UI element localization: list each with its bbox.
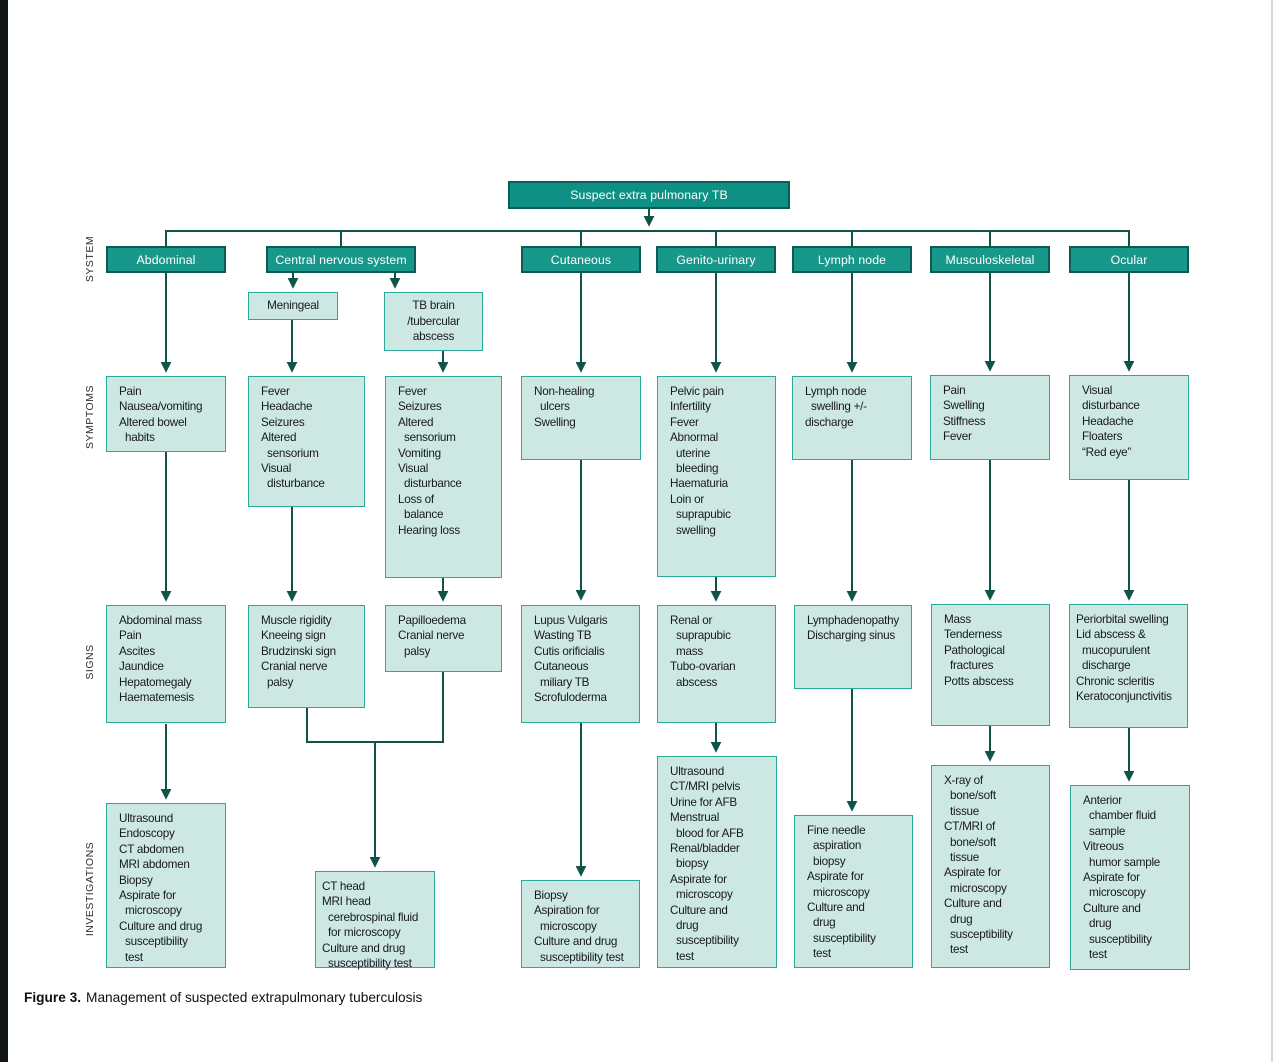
node-cns-system: Central nervous system <box>266 246 416 273</box>
node-abdominal-system: Abdominal <box>106 246 226 273</box>
node-ocular-signs: Periorbital swelling Lid abscess & mucop… <box>1069 604 1188 728</box>
node-abdominal-symptoms: Pain Nausea/vomiting Altered bowel habit… <box>106 376 226 452</box>
node-cns-investigations: CT head MRI head cerebrospinal fluid for… <box>315 871 435 970</box>
node-tb-brain-symptoms: Fever Seizures Altered sensorium Vomitin… <box>385 376 502 578</box>
node-ocular-investigations: Anterior chamber fluid sample Vitreous h… <box>1070 785 1190 970</box>
node-lymph-node-symptoms: Lymph node swelling +/- discharge <box>792 376 912 460</box>
node-genito-urinary-investigations: Ultrasound CT/MRI pelvis Urine for AFB M… <box>657 756 777 968</box>
node-meningeal-symptoms: Fever Headache Seizures Altered sensoriu… <box>248 376 365 507</box>
node-lymph-node-signs: Lymphadenopathy Discharging sinus <box>794 605 912 689</box>
node-cns-meningeal: Meningeal <box>248 292 338 320</box>
node-genito-urinary-system: Genito-urinary <box>656 246 776 273</box>
node-musculoskeletal-symptoms: Pain Swelling Stiffness Fever <box>930 375 1050 460</box>
node-tb-brain-signs: Papilloedema Cranial nerve palsy <box>385 605 502 672</box>
node-abdominal-signs: Abdominal mass Pain Ascites Jaundice Hep… <box>106 605 226 723</box>
node-cutaneous-system: Cutaneous <box>521 246 641 273</box>
figure-caption-label: Figure 3. <box>24 990 82 1005</box>
node-abdominal-investigations: Ultrasound Endoscopy CT abdomen MRI abdo… <box>106 803 226 968</box>
node-cns-tb-brain-abscess: TB brain /tubercular abscess <box>384 292 483 351</box>
page-left-bar <box>0 0 8 1062</box>
node-genito-urinary-symptoms: Pelvic pain Infertility Fever Abnormal u… <box>657 376 776 577</box>
node-musculoskeletal-system: Musculoskeletal <box>930 246 1050 273</box>
row-label-signs: SIGNS <box>84 644 96 680</box>
row-label-symptoms: SYMPTOMS <box>84 385 96 449</box>
node-root-suspect-extrapulmonary-tb: Suspect extra pulmonary TB <box>508 181 790 209</box>
row-label-system: SYSTEM <box>84 235 96 283</box>
node-cutaneous-symptoms: Non-healing ulcers Swelling <box>521 376 641 460</box>
figure-caption: Figure 3. Management of suspected extrapu… <box>24 990 422 1005</box>
node-cutaneous-investigations: Biopsy Aspiration for microscopy Culture… <box>521 880 640 968</box>
node-lymph-node-investigations: Fine needle aspiration biopsy Aspirate f… <box>794 815 913 968</box>
node-lymph-node-system: Lymph node <box>792 246 912 273</box>
node-cutaneous-signs: Lupus Vulgaris Wasting TB Cutis orificia… <box>521 605 640 723</box>
node-genito-urinary-signs: Renal or suprapubic mass Tubo-ovarian ab… <box>657 605 776 723</box>
node-musculoskeletal-signs: Mass Tenderness Pathological fractures P… <box>931 604 1050 726</box>
page-right-border <box>1271 0 1273 1062</box>
node-meningeal-signs: Muscle rigidity Kneeing sign Brudzinski … <box>248 605 365 708</box>
figure-caption-text: Management of suspected extrapulmonary t… <box>86 990 423 1005</box>
node-ocular-symptoms: Visual disturbance Headache Floaters “Re… <box>1069 375 1189 480</box>
node-musculoskeletal-investigations: X-ray of bone/soft tissue CT/MRI of bone… <box>931 765 1050 968</box>
row-label-investigations: INVESTIGATIONS <box>84 841 96 937</box>
node-ocular-system: Ocular <box>1069 246 1189 273</box>
